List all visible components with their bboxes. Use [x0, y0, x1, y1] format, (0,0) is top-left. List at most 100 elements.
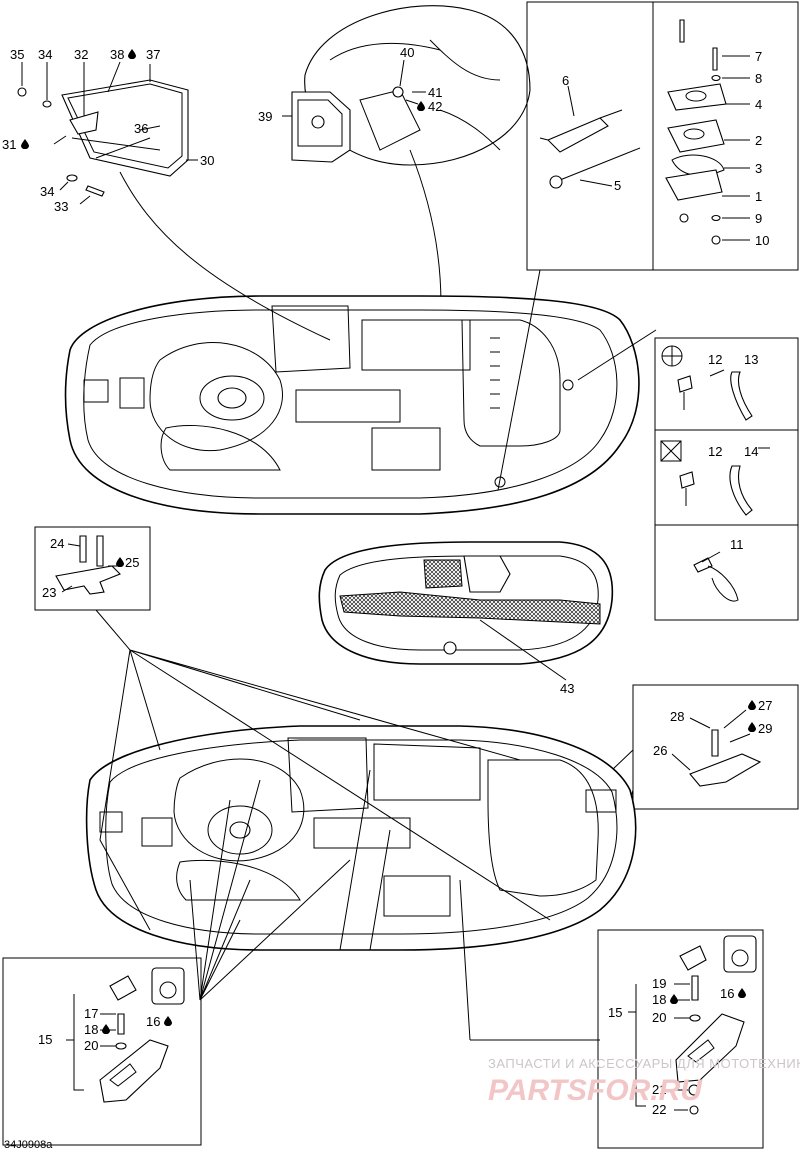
callout-43: 43: [560, 681, 574, 696]
callout-42: 42: [428, 99, 442, 114]
cupholder-box-right: [597, 929, 764, 1149]
drawing-code: 34J0908a: [4, 1139, 53, 1151]
cockpit-well: [461, 319, 561, 447]
grommet-part: [392, 86, 404, 98]
cupholder-box-left: [2, 957, 202, 1146]
hull-outline-lower: [85, 725, 637, 951]
callout-11: 11: [730, 537, 744, 552]
callout-18-left: 18: [84, 1022, 98, 1037]
callout-15-right: 15: [608, 1005, 622, 1020]
lower-deck-view: [85, 725, 637, 951]
callout-14: 14: [744, 444, 758, 459]
callout-5: 5: [614, 178, 621, 193]
watermark-text: ЗАПЧАСТИ И АКСЕССУАРЫ ДЛЯ МОТОТЕХНИКИ: [488, 1056, 800, 1071]
callout-24: 24: [50, 536, 64, 551]
square-symbol: [660, 440, 682, 462]
seat-well: [149, 342, 283, 452]
cable-tie-11: [707, 565, 739, 602]
callout-2: 2: [755, 133, 762, 148]
hull-outline-top: [64, 295, 640, 515]
callout-34-bottom: 34: [40, 184, 54, 199]
cable-tie-14: [729, 465, 753, 516]
callout-40: 40: [400, 45, 414, 60]
mat-view: [318, 541, 614, 681]
callout-16-left: 16: [146, 1014, 160, 1029]
cable-tie-13: [730, 371, 753, 421]
lubricant-drop-icon: [738, 988, 746, 998]
washer-part: [42, 100, 52, 108]
callout-26: 26: [653, 743, 667, 758]
bracket-part-left: [99, 1039, 169, 1103]
drain-cup-part: [151, 967, 185, 1005]
washer-part-lower: [66, 174, 78, 182]
callout-15-left: 15: [38, 1032, 52, 1047]
cleat-box: [34, 526, 151, 611]
cleat-part: [55, 565, 121, 595]
lubricant-drop-icon: [164, 1016, 172, 1026]
callout-33: 33: [54, 199, 68, 214]
rub-strip-box: [611, 684, 799, 841]
center-panel: [295, 389, 401, 423]
lubricant-drop-icon: [128, 49, 136, 59]
callout-25: 25: [125, 555, 139, 570]
callout-3: 3: [755, 161, 762, 176]
lower-cockpit: [487, 759, 599, 897]
callout-19: 19: [652, 976, 666, 991]
bracket-part-right: [675, 1013, 745, 1083]
callout-12-bottom: 12: [708, 444, 722, 459]
callout-28: 28: [670, 709, 684, 724]
screw-part: [85, 185, 105, 197]
callout-18-right: 18: [652, 992, 666, 1007]
hinge-plate-1: [665, 169, 723, 201]
callout-38: 38: [110, 47, 124, 62]
knob-part: [549, 175, 563, 189]
strip-part: [689, 753, 762, 787]
callout-22: 22: [652, 1102, 666, 1117]
callout-10: 10: [755, 233, 769, 248]
callout-7: 7: [755, 49, 762, 64]
inset-circle: [304, 5, 531, 166]
callout-30: 30: [200, 153, 214, 168]
callout-37: 37: [146, 47, 160, 62]
callout-21: 21: [652, 1082, 666, 1097]
callout-36: 36: [134, 121, 148, 136]
hinge-parts-box: [526, 1, 799, 271]
callout-labels: 35 34 32 38 37 36 31 30 34 33 39 40 41 4…: [2, 45, 772, 1117]
callout-20-right: 20: [652, 1010, 666, 1025]
callout-31: 31: [2, 137, 16, 152]
lubricant-drop-icon: [116, 557, 124, 567]
lubricant-drop-icon: [21, 139, 29, 149]
storage-inset-group: [282, 5, 531, 331]
fastener-boxes: [654, 337, 799, 621]
watermark-logo: PARTSFOR.RU: [488, 1074, 703, 1107]
glove-box-lid-group: [17, 61, 198, 205]
lubricant-drop-icon: [670, 994, 678, 1004]
box-outline: [526, 1, 799, 271]
nut-part: [17, 87, 27, 97]
callout-32: 32: [74, 47, 88, 62]
callout-23: 23: [42, 585, 56, 600]
lubricant-drop-icon: [748, 700, 756, 710]
callout-1: 1: [755, 189, 762, 204]
callout-39: 39: [258, 109, 272, 124]
callout-27: 27: [758, 698, 772, 713]
callout-6: 6: [562, 73, 569, 88]
callout-17: 17: [84, 1006, 98, 1021]
lubricant-drop-icon: [102, 1024, 110, 1034]
callout-20-left: 20: [84, 1038, 98, 1053]
callout-41: 41: [428, 85, 442, 100]
bracket-part: [547, 117, 609, 153]
lubricant-drop-icon: [748, 722, 756, 732]
callout-9: 9: [755, 211, 762, 226]
callout-13: 13: [744, 352, 758, 367]
hinge-plate-2: [667, 119, 725, 153]
hinge-plate-4: [667, 83, 727, 111]
upper-deck-view: [64, 295, 640, 515]
callout-4: 4: [755, 97, 762, 112]
callout-8: 8: [755, 71, 762, 86]
mat-strip: [339, 591, 601, 625]
callout-34-top: 34: [38, 47, 52, 62]
latch-part: [69, 111, 99, 135]
callout-29: 29: [758, 721, 772, 736]
